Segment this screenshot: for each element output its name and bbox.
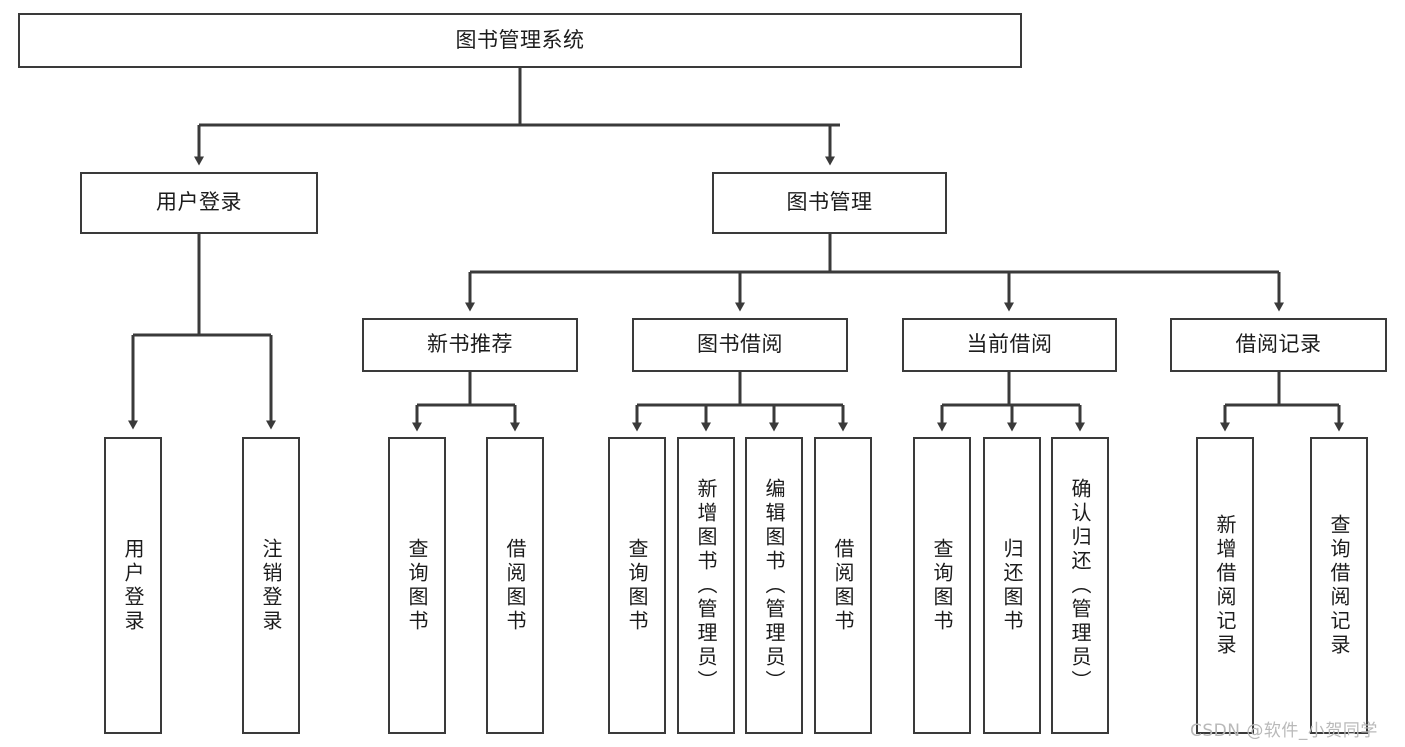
node-leaf-query-book-borrow-label: 查询图书: [625, 537, 649, 634]
node-book-borrow-label: 图书借阅: [697, 332, 783, 357]
node-book-borrow[interactable]: 图书借阅: [632, 318, 848, 372]
node-leaf-logout-login[interactable]: 注销登录: [242, 437, 300, 734]
node-leaf-add-book-admin-label: 新增图书（管理员）: [694, 477, 718, 694]
node-leaf-logout-login-label: 注销登录: [259, 537, 283, 634]
node-leaf-query-book-borrow[interactable]: 查询图书: [608, 437, 666, 734]
node-leaf-borrow-book[interactable]: 借阅图书: [814, 437, 872, 734]
node-current-borrow[interactable]: 当前借阅: [902, 318, 1117, 372]
node-leaf-borrow-book-recommend-label: 借阅图书: [503, 537, 527, 634]
node-leaf-query-book-recommend-label: 查询图书: [405, 537, 429, 634]
node-new-book-recommend[interactable]: 新书推荐: [362, 318, 578, 372]
node-leaf-add-borrow-record[interactable]: 新增借阅记录: [1196, 437, 1254, 734]
node-borrow-record[interactable]: 借阅记录: [1170, 318, 1387, 372]
node-root-label: 图书管理系统: [455, 27, 585, 52]
node-leaf-query-book-recommend[interactable]: 查询图书: [388, 437, 446, 734]
node-leaf-borrow-book-label: 借阅图书: [831, 537, 855, 634]
node-leaf-edit-book-admin[interactable]: 编辑图书（管理员）: [745, 437, 803, 734]
node-book-management-label: 图书管理: [786, 190, 873, 215]
node-user-login-label: 用户登录: [156, 190, 242, 215]
node-new-book-recommend-label: 新书推荐: [427, 332, 513, 357]
csdn-watermark: CSDN @软件_小贺同学: [1190, 721, 1378, 741]
node-root[interactable]: 图书管理系统: [18, 13, 1022, 68]
node-borrow-record-label: 借阅记录: [1235, 332, 1322, 357]
node-leaf-return-book[interactable]: 归还图书: [983, 437, 1041, 734]
node-leaf-edit-book-admin-label: 编辑图书（管理员）: [762, 477, 786, 694]
node-leaf-query-borrow-record[interactable]: 查询借阅记录: [1310, 437, 1368, 734]
node-current-borrow-label: 当前借阅: [966, 332, 1053, 357]
node-leaf-query-book-current-label: 查询图书: [930, 537, 954, 634]
node-leaf-confirm-return-admin[interactable]: 确认归还（管理员）: [1051, 437, 1109, 734]
node-leaf-add-borrow-record-label: 新增借阅记录: [1213, 513, 1237, 658]
node-leaf-user-login[interactable]: 用户登录: [104, 437, 162, 734]
node-leaf-query-borrow-record-label: 查询借阅记录: [1327, 513, 1351, 658]
node-leaf-return-book-label: 归还图书: [1000, 537, 1024, 634]
node-leaf-borrow-book-recommend[interactable]: 借阅图书: [486, 437, 544, 734]
node-leaf-query-book-current[interactable]: 查询图书: [913, 437, 971, 734]
node-leaf-user-login-label: 用户登录: [121, 537, 145, 634]
node-book-management[interactable]: 图书管理: [712, 172, 947, 234]
node-leaf-add-book-admin[interactable]: 新增图书（管理员）: [677, 437, 735, 734]
node-user-login[interactable]: 用户登录: [80, 172, 318, 234]
node-leaf-confirm-return-admin-label: 确认归还（管理员）: [1068, 477, 1092, 694]
